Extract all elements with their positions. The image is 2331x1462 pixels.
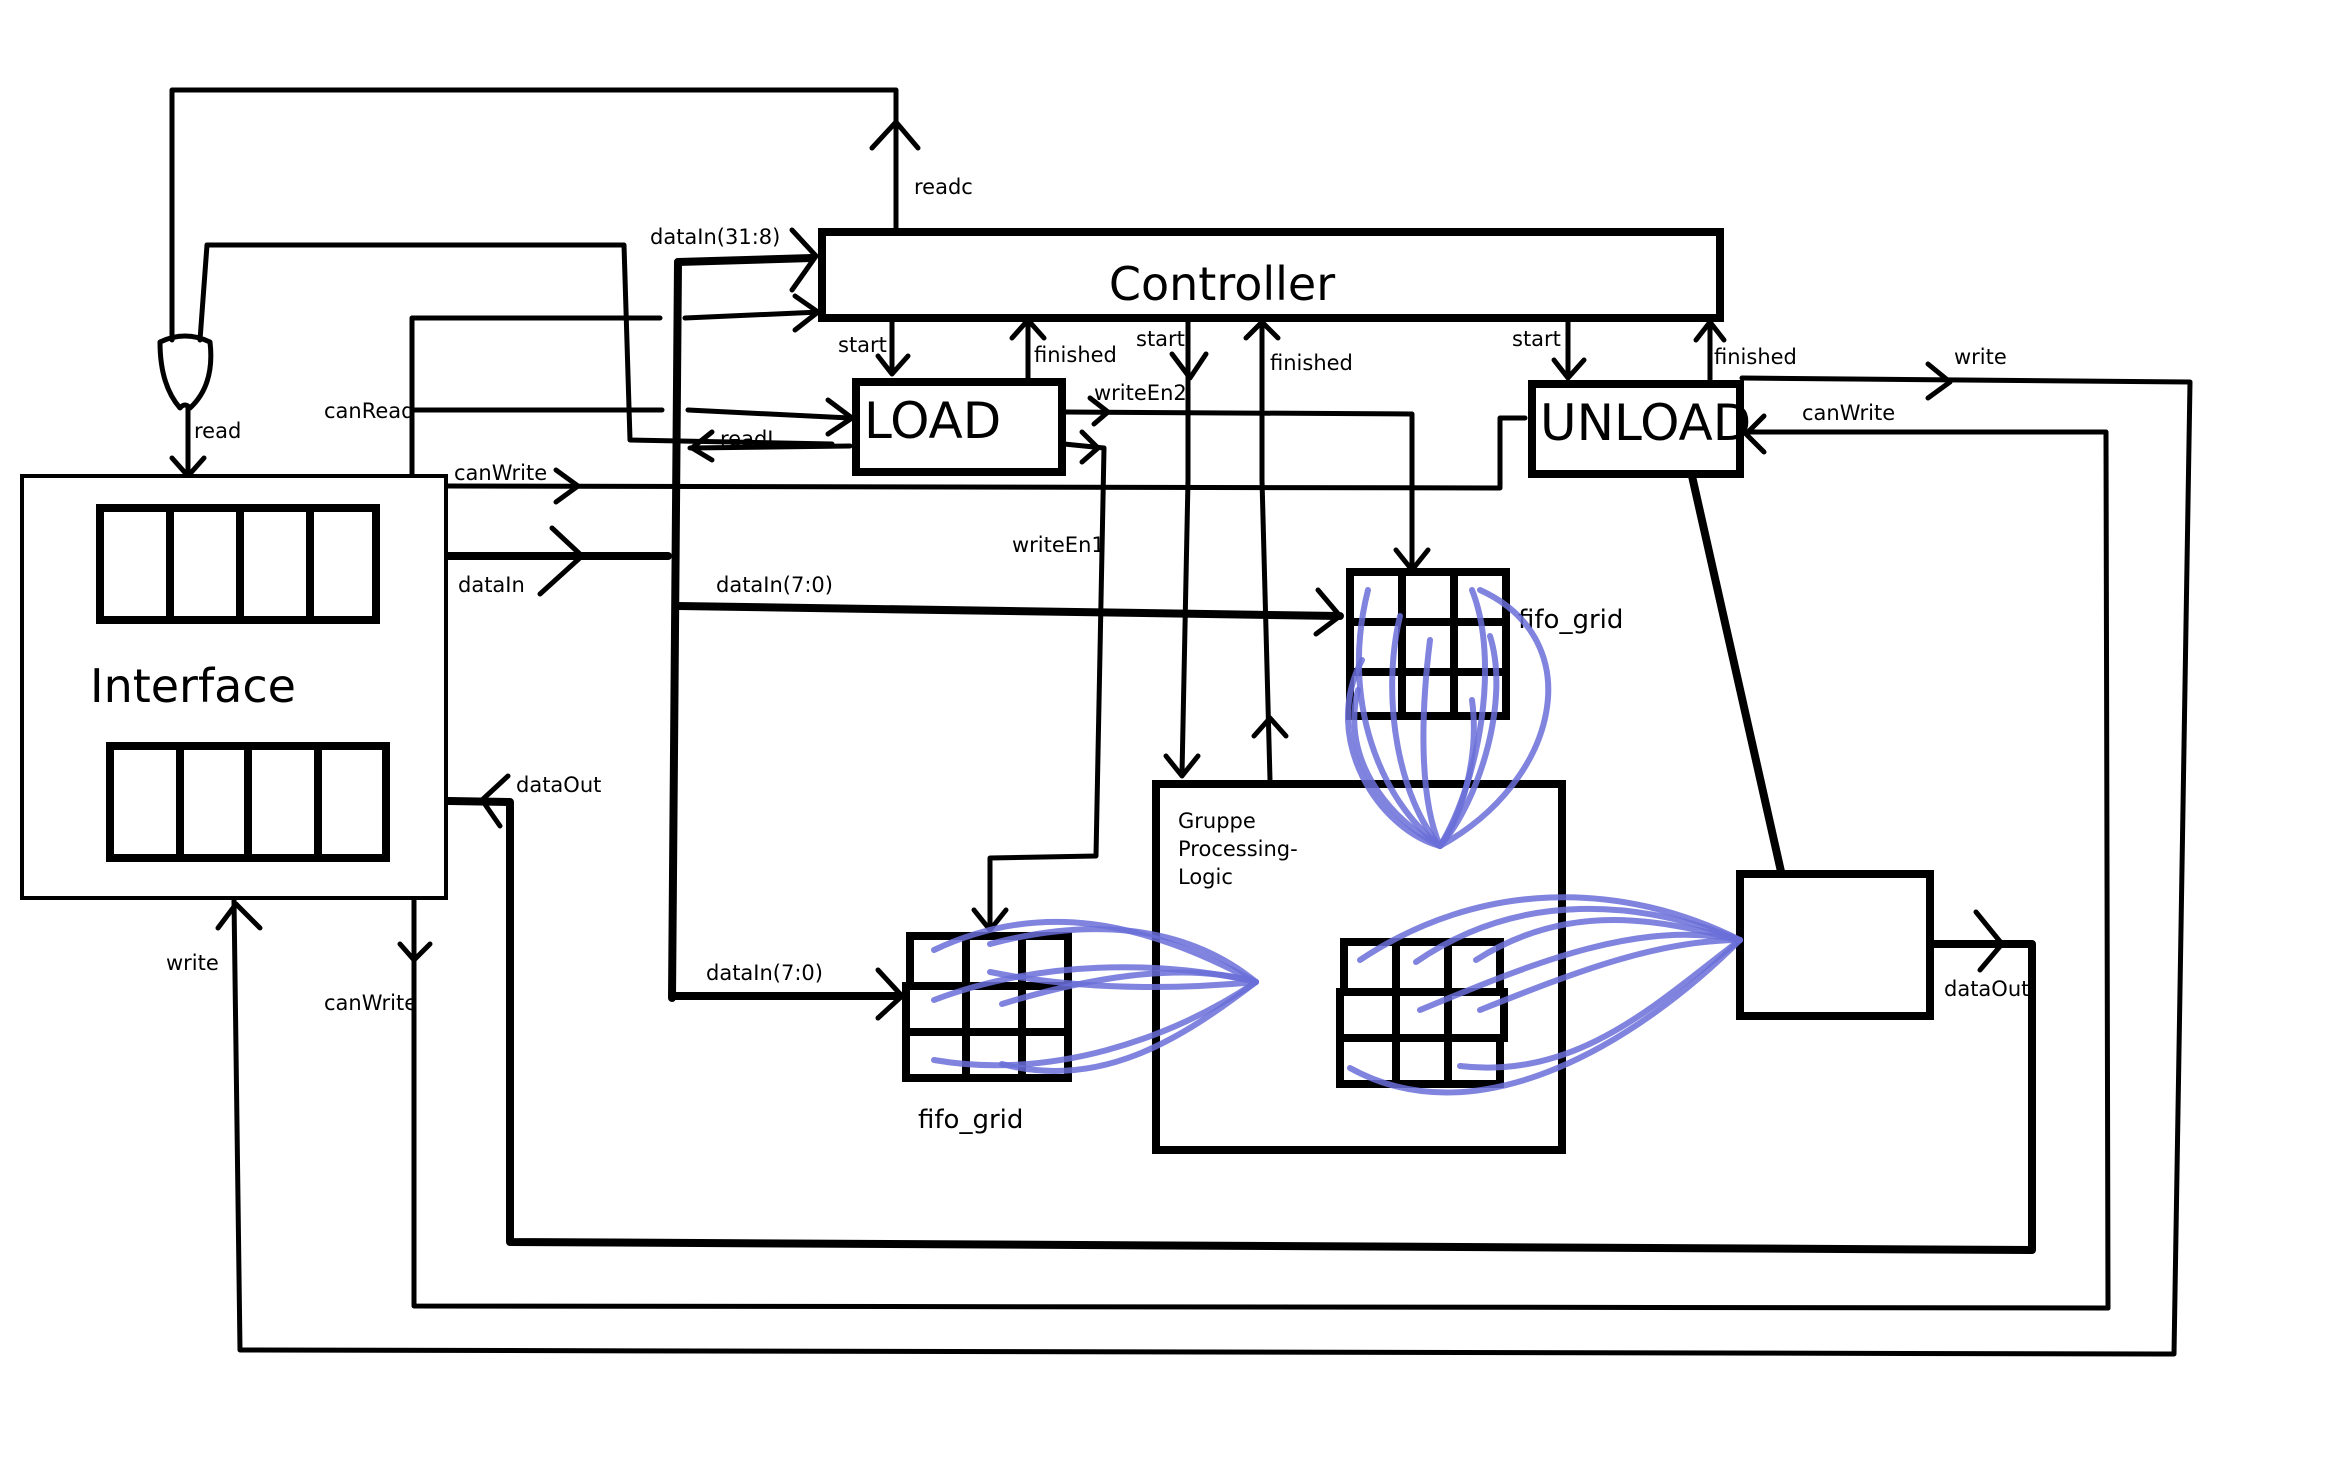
bus-datain-7-0-top [674,602,1344,620]
unload-block: UNLOAD [1528,380,1751,478]
wire-canwrite-unload [443,415,1528,491]
wire-readc-loop [169,87,899,343]
arrow-start-mid [1169,351,1209,381]
label-datain-7-0-top: dataIn(7:0) [716,573,833,597]
arrow-writeen2-out [1087,395,1111,427]
or-gate [157,333,214,411]
wire-readl [687,443,853,451]
arrow-dataout-right [1973,909,2005,973]
signal-labels: readc dataIn(31:8) read canRead canWrite… [166,175,2029,1015]
label-datain: dataIn [458,573,525,597]
wire-writeen1 [987,441,1107,931]
processing-label-line3: Logic [1178,865,1233,889]
unload-label: UNLOAD [1540,394,1751,452]
fifo-grid-bottom-label: fifo_grid [918,1105,1023,1135]
wire-canwrite-bottom [411,897,2111,1311]
wire-canread-load-2 [685,407,853,421]
label-dataout-right: dataOut [1944,977,2029,1001]
label-start-load: start [838,333,887,357]
label-write-right: write [1954,345,2007,369]
label-canwrite-left: canWrite [454,461,547,485]
label-datain-31-8: dataIn(31:8) [650,225,780,249]
arrow-write-right [1925,361,1953,401]
controller-label: Controller [1109,257,1335,311]
blue-connections [931,587,1743,1096]
processing-label-line2: Processing- [1178,837,1298,861]
bus-datain-31-8 [674,254,816,266]
arrow-dataout-left [479,773,511,829]
arrow-canwrite-right [1743,413,1767,455]
bus-vertical [668,258,682,1002]
processing-label-line1: Gruppe [1178,809,1256,833]
arrow-start-processing [1163,753,1201,779]
wire-finished-mid [1259,319,1273,783]
label-finished-load: finished [1034,343,1117,367]
arrow-finished-processing [1251,715,1289,739]
output-block [1736,870,1934,1020]
interface-label: Interface [90,659,296,713]
arrow-start-load [875,353,911,377]
interface-block: Interface [20,474,448,900]
readc-arrow [869,119,921,151]
load-label: LOAD [864,392,1001,450]
controller-block: Controller [818,228,1724,322]
fifo-grid-processing [1336,938,1508,1088]
fifo-grid-top-label: fifo_grid [1518,605,1623,635]
label-read: read [194,419,241,443]
label-finished-unload: finished [1714,345,1797,369]
arrow-datain [537,525,585,597]
arrow-canwrite-left [553,467,581,505]
fifo-grid-bottom [902,932,1072,1082]
label-datain-7-0-bottom: dataIn(7:0) [706,961,823,985]
label-readc: readc [914,175,973,199]
label-readl: readL [720,427,779,451]
label-canwrite-bottom: canWrite [324,991,417,1015]
arrow-datain-31-8 [789,227,819,293]
load-block: LOAD [852,378,1066,476]
label-writeen2: writeEn2 [1094,381,1187,405]
arrow-readl [689,429,715,463]
label-start-mid: start [1136,327,1185,351]
wire-controller-in-2 [682,309,823,321]
input-register [96,504,380,624]
label-start-unload: start [1512,327,1561,351]
label-writeen1: writeEn1 [1012,533,1105,557]
wire-write-right [231,375,2193,1357]
label-write-bottom: write [166,951,219,975]
wires [157,87,2193,1357]
arrow-canwrite-bottom [397,941,433,963]
wire-canwrite-right [1741,429,2111,1311]
bus-unload-output [1688,472,1786,880]
wire-writeen2 [1061,409,1415,571]
label-canread: canRead [324,399,415,423]
arrow-writeen1-out [1079,429,1101,465]
arrow-write-interface [215,901,263,931]
label-dataout-left: dataOut [516,773,601,797]
label-canwrite-right: canWrite [1802,401,1895,425]
wire-canread-controller [409,315,663,481]
arrow-start-unload [1551,357,1587,381]
label-finished-mid: finished [1270,351,1353,375]
output-register [106,742,390,862]
arrow-datain-7-0-top [1313,587,1343,637]
bus-dataout [386,796,2036,1254]
